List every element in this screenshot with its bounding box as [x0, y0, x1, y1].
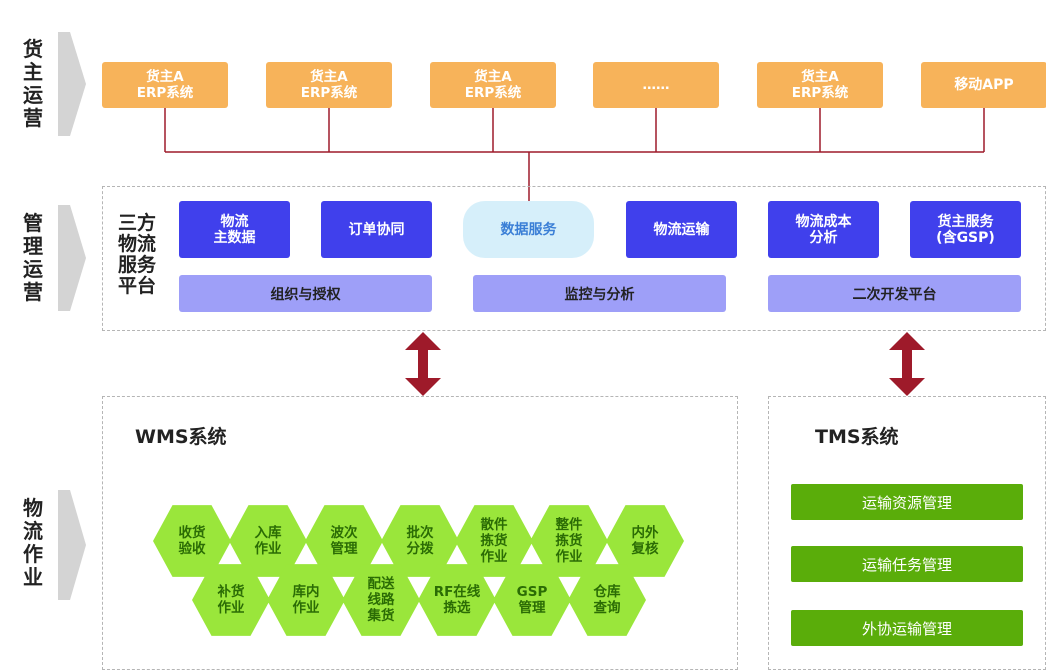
chevron-arrow-icon	[58, 205, 86, 311]
mobile-app-box: 移动APP	[921, 62, 1046, 108]
shipper-system-box: 货主A ERP系统	[757, 62, 883, 108]
hex-module: 库内 作业	[267, 561, 345, 639]
hex-module: 配送 线路 集货	[342, 561, 420, 639]
section-label-mgmt-ops: 管理运营	[23, 211, 43, 304]
bar-monitor-analysis: 监控与分析	[473, 275, 726, 312]
shipper-system-box: ……	[593, 62, 719, 108]
hex-module: RF在线 拣选	[418, 561, 496, 639]
shipper-system-box: 货主A ERP系统	[102, 62, 228, 108]
wms-container	[102, 396, 738, 670]
module-transport: 物流运输	[626, 201, 737, 258]
module-data-service: 数据服务	[463, 201, 594, 258]
bar-dev-platform: 二次开发平台	[768, 275, 1021, 312]
chevron-arrow-icon	[58, 490, 86, 600]
hex-module: 仓库 查询	[568, 561, 646, 639]
module-order-collab: 订单协同	[321, 201, 432, 258]
module-shipper-service: 货主服务 (含GSP)	[910, 201, 1021, 258]
shipper-system-box: 货主A ERP系统	[266, 62, 392, 108]
wms-title: WMS系统	[135, 426, 227, 448]
module-cost-analysis: 物流成本 分析	[768, 201, 879, 258]
hex-module: GSP 管理	[493, 561, 571, 639]
hex-module: 内外 复核	[606, 502, 684, 580]
double-arrow-icon	[889, 332, 925, 396]
double-arrow-icon	[405, 332, 441, 396]
module-master-data: 物流 主数据	[179, 201, 290, 258]
tms-item-outsourced: 外协运输管理	[791, 610, 1023, 646]
section-label-logistics-ops: 物流作业	[23, 496, 43, 589]
tms-item-task: 运输任务管理	[791, 546, 1023, 582]
chevron-arrow-icon	[58, 32, 86, 136]
tms-item-resource: 运输资源管理	[791, 484, 1023, 520]
tms-title: TMS系统	[815, 426, 899, 448]
platform-title: 三方 物流 服务 平台	[118, 212, 157, 297]
shipper-system-box: 货主A ERP系统	[430, 62, 556, 108]
hex-module: 补货 作业	[192, 561, 270, 639]
section-label-shipper-ops: 货主运营	[23, 37, 43, 130]
bar-org-auth: 组织与授权	[179, 275, 432, 312]
